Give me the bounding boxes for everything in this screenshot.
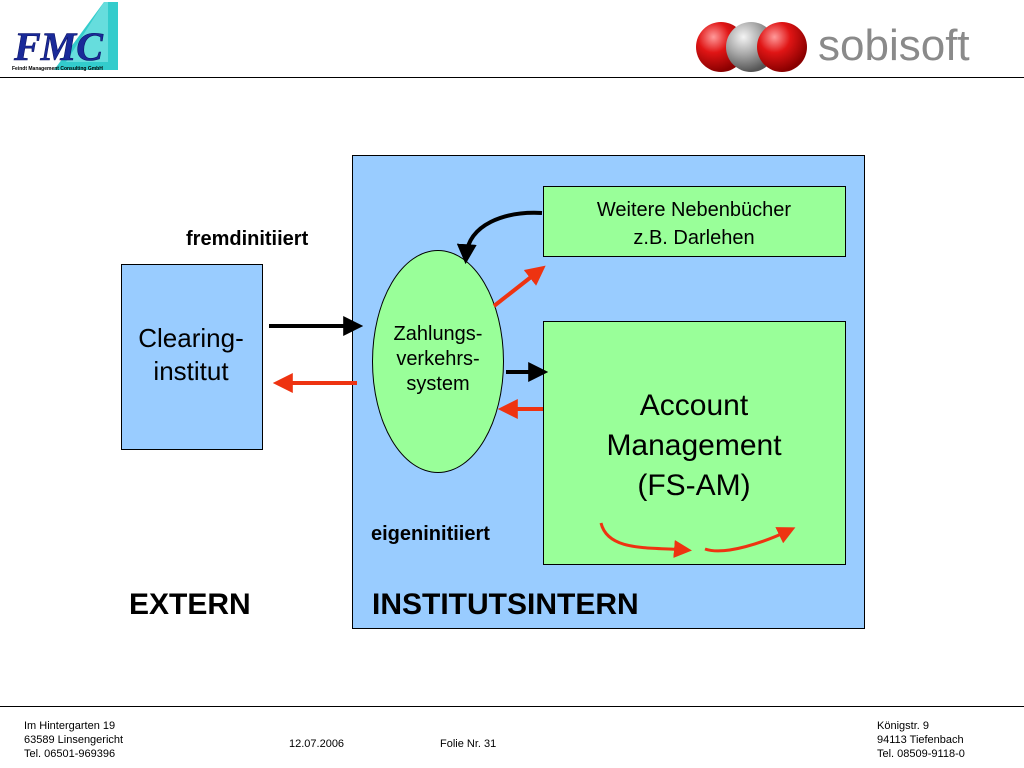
clearing-institut-box [121, 264, 263, 450]
red-ball-right [757, 22, 807, 72]
fmc-logo-text: FMC [13, 24, 104, 69]
zahlungsverkehrssystem-ellipse [372, 250, 504, 473]
account-management-box [543, 321, 846, 565]
institutsintern-label: INSTITUTSINTERN [372, 588, 639, 621]
nebenbuecher-label: Weitere Nebenbücher z.B. Darlehen [596, 199, 792, 249]
nebenbuecher-box [543, 186, 846, 257]
footer-address-left: Im Hintergarten 19 63589 Linsengericht T… [24, 720, 124, 760]
footer-slide-number: Folie Nr. 31 [440, 738, 497, 750]
footer-date: 12.07.2006 [289, 738, 345, 750]
eigeninitiiert-label: eigeninitiiert [371, 523, 490, 545]
fmc-tagline: Feindt Management Consulting GmbH [12, 66, 103, 72]
account-management-label: Account Management (FS-AM) [606, 389, 782, 502]
fremdinitiiert-label: fremdinitiiert [186, 228, 309, 250]
clearing-institut-label: Clearing- institut [138, 323, 244, 386]
sobisoft-wordmark: sobisoft [818, 21, 970, 70]
fmc-logo: FMC [13, 2, 118, 70]
footer-divider [0, 706, 1024, 707]
extern-label: EXTERN [129, 588, 251, 621]
header-divider [0, 77, 1024, 78]
zahlungsverkehrssystem-label: Zahlungs- verkehrs- system [393, 323, 483, 395]
footer-address-right: Königstr. 9 94113 Tiefenbach Tel. 08509-… [877, 720, 965, 760]
sobisoft-logo: sobisoft [696, 21, 970, 72]
